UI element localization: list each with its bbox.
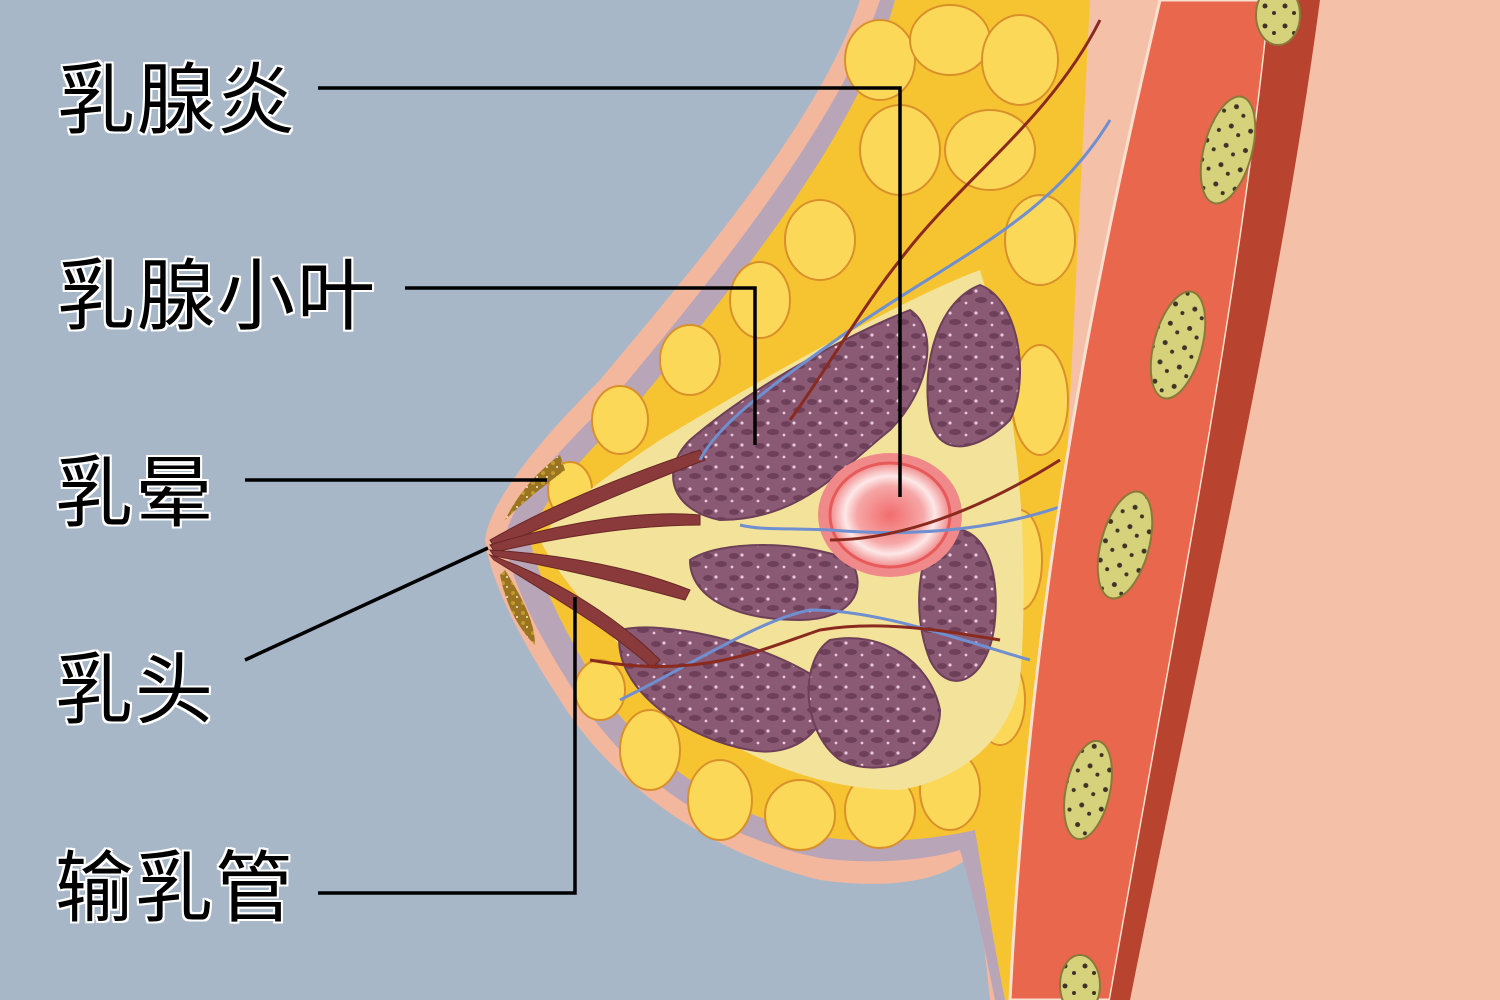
leader-line-lobule xyxy=(405,286,757,445)
label-milk-duct: 输乳管 xyxy=(55,844,296,934)
mastitis-lesion xyxy=(818,453,962,577)
mammary-lobules xyxy=(618,283,1021,769)
leader-lines xyxy=(244,86,902,895)
areola-lower xyxy=(500,570,535,645)
label-areola: 乳晕 xyxy=(55,449,216,539)
label-nipple: 乳头 xyxy=(55,646,216,736)
milk-ducts xyxy=(488,449,706,669)
leader-line-milk-duct xyxy=(318,597,577,895)
intercostal-muscle xyxy=(1110,0,1320,1000)
label-mastitis: 乳腺炎 xyxy=(57,56,298,146)
leader-line-nipple xyxy=(244,546,489,662)
label-mammary-lobule: 乳腺小叶 xyxy=(57,252,378,342)
areola-upper xyxy=(505,455,565,520)
ribs xyxy=(1059,0,1301,1000)
leader-line-mastitis xyxy=(318,86,902,497)
